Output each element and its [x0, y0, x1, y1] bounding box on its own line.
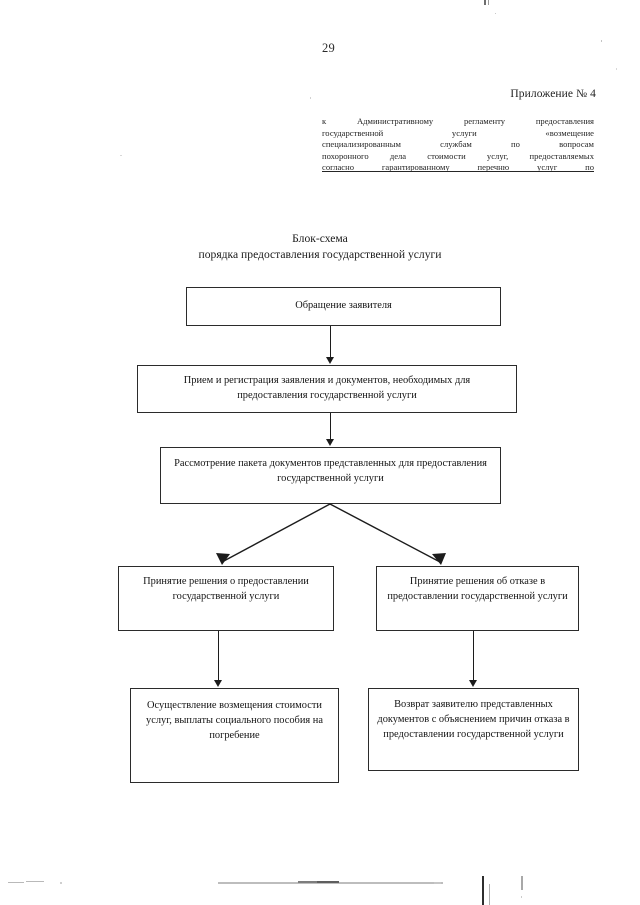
connector-approve-to-payout-line [218, 631, 220, 682]
connector-appeal-to-intake-line [330, 326, 332, 359]
scan-artifact [601, 40, 602, 42]
appendix-label: Приложение № 4 [510, 88, 596, 100]
scan-artifact [521, 896, 522, 898]
preamble-line-3: специализированным службам по вопросам [322, 139, 594, 150]
preamble-line-4: похоронного дела стоимости услуг, предос… [322, 150, 594, 161]
flow-node-return-documents-label: Возврат заявителю представленных докумен… [377, 699, 570, 740]
scan-artifact [26, 881, 44, 883]
scan-artifact [489, 884, 490, 905]
flow-node-approve-decision-label: Принятие решения о предоставлении госуда… [143, 576, 309, 602]
scan-artifact [482, 876, 485, 905]
flow-node-appeal-label: Обращение заявителя [295, 300, 392, 311]
scan-artifact [495, 13, 496, 14]
preamble-line-2: государственной услуги «возмещение [322, 127, 594, 138]
connector-review-branch [216, 503, 446, 565]
flow-node-payout-label: Осуществление возмещения стоимости услуг… [146, 700, 323, 741]
flowchart-title: Блок-схема порядка предоставления госуда… [0, 231, 640, 263]
scan-artifact [317, 881, 339, 884]
scan-artifact [484, 0, 486, 5]
scan-artifact [434, 882, 441, 884]
scan-artifact [521, 876, 523, 890]
scan-artifact [310, 97, 311, 99]
scan-artifact [616, 68, 617, 70]
flow-node-intake-label: Прием и регистрация заявления и документ… [183, 375, 471, 401]
connector-intake-to-review-line [330, 413, 332, 441]
flow-node-review: Рассмотрение пакета документов представл… [160, 447, 501, 504]
preamble-paragraph: к Административному регламенту предостав… [322, 116, 594, 174]
flowchart-title-line1: Блок-схема [292, 232, 348, 245]
preamble-line-1: к Административному регламенту предостав… [322, 116, 594, 126]
flowchart-title-line2: порядка предоставления государственной у… [198, 248, 442, 261]
flow-node-return-documents: Возврат заявителю представленных докумен… [368, 688, 579, 771]
scan-artifact [60, 882, 62, 884]
connector-refuse-to-return-line [473, 631, 475, 682]
arrow-down-icon [468, 680, 477, 687]
flow-node-review-label: Рассмотрение пакета документов представл… [174, 458, 487, 484]
flow-node-appeal: Обращение заявителя [186, 287, 501, 326]
flow-node-refuse-decision: Принятие решения об отказе в предоставле… [376, 566, 579, 631]
scan-artifact [488, 0, 489, 5]
scan-artifact [120, 155, 122, 156]
arrow-down-icon [213, 680, 222, 687]
scan-artifact [8, 882, 24, 884]
scan-artifact [298, 881, 324, 884]
flow-node-approve-decision: Принятие решения о предоставлении госуда… [118, 566, 334, 631]
preamble-line-5: согласно гарантированному перечню услуг … [322, 162, 594, 173]
flow-node-intake: Прием и регистрация заявления и документ… [137, 365, 517, 413]
flow-node-payout: Осуществление возмещения стоимости услуг… [130, 688, 339, 783]
page-number: 29 [322, 41, 335, 55]
arrow-down-icon [325, 357, 334, 364]
arrow-down-icon [325, 439, 334, 446]
flow-node-refuse-decision-label: Принятие решения об отказе в предоставле… [387, 576, 568, 602]
